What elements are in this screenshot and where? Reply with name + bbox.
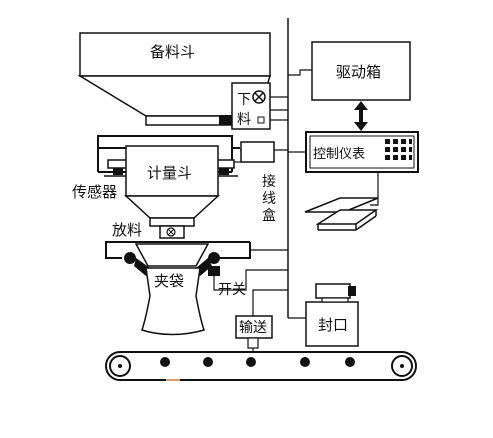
printer-icon [304, 172, 379, 231]
junction-box-label-2: 线 [262, 191, 276, 207]
weighing-frame [97, 135, 241, 177]
switch-label: 开关 [218, 282, 246, 298]
feed-gate: 下 料 [219, 82, 271, 130]
control-meter-label: 控制仪表 [313, 147, 365, 162]
bag-clamp-frame [105, 241, 288, 276]
bag-clamp-label: 夹袋 [154, 272, 184, 290]
sealer-label: 封口 [318, 316, 348, 334]
roller-icon-2 [203, 357, 213, 367]
sealer-head-icon [315, 283, 356, 303]
sealer: 封口 [288, 283, 359, 347]
weighing-hopper: 计量斗 [124, 145, 220, 227]
storage-hopper-label: 备料斗 [150, 43, 195, 61]
keypad-icon [385, 139, 412, 160]
roller-icon-5 [345, 357, 355, 367]
control-meter: 控制仪表 [305, 131, 419, 173]
conveyor-sensor-icon [247, 337, 259, 349]
drive-box-label: 驱动箱 [336, 63, 381, 81]
double-arrow-icon [354, 101, 368, 131]
feed-gate-label-top: 下 [237, 92, 251, 108]
switch-sensor-icon [208, 266, 220, 276]
conveyor-control: 输送 [235, 289, 288, 352]
weighing-hopper-label: 计量斗 [147, 164, 192, 182]
discharge-label: 放料 [112, 221, 142, 239]
feed-gate-label-bottom: 料 [237, 112, 251, 128]
junction-box-label-1: 接 [262, 173, 276, 190]
drive-box: 驱动箱 [311, 41, 411, 101]
bag: 夹袋 [141, 267, 205, 336]
storage-hopper: 备料斗 [77, 32, 272, 126]
conveyor-label: 输送 [239, 320, 267, 336]
sensor-label: 传感器 [72, 183, 117, 201]
roller-icon-3 [246, 357, 256, 367]
conveyor-belt [105, 351, 417, 381]
discharge-gate [159, 225, 185, 239]
junction-box: 接 线 盒 [240, 141, 276, 224]
junction-box-label-3: 盒 [262, 207, 276, 224]
roller-icon-1 [160, 357, 170, 367]
roller-icon-4 [300, 357, 310, 367]
